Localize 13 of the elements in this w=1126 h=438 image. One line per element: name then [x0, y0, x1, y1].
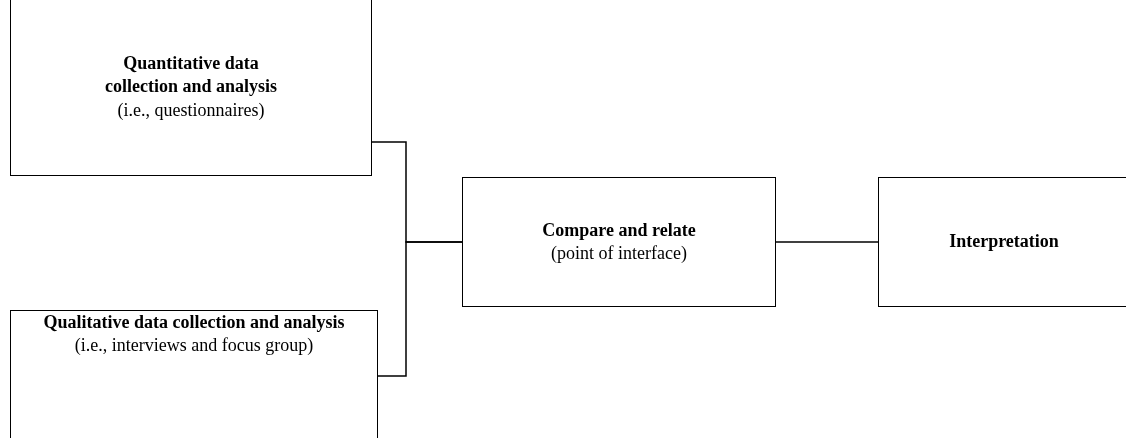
process-box [878, 177, 1126, 307]
process-box [10, 0, 372, 176]
connector-line [377, 241, 463, 377]
box-note: (point of interface) [551, 242, 687, 265]
box-heading: Quantitative data collection and analysis [104, 51, 278, 99]
process-box [10, 310, 378, 438]
box-heading: Compare and relate [542, 218, 696, 242]
box-heading: Qualitative data collection and analysis [43, 311, 345, 334]
box-note: (i.e., questionnaires) [117, 98, 265, 122]
connector-line [775, 241, 879, 243]
process-box [462, 177, 776, 307]
box-heading: Interpretation [949, 230, 1059, 254]
box-note: (i.e., interviews and focus group) [74, 334, 314, 358]
